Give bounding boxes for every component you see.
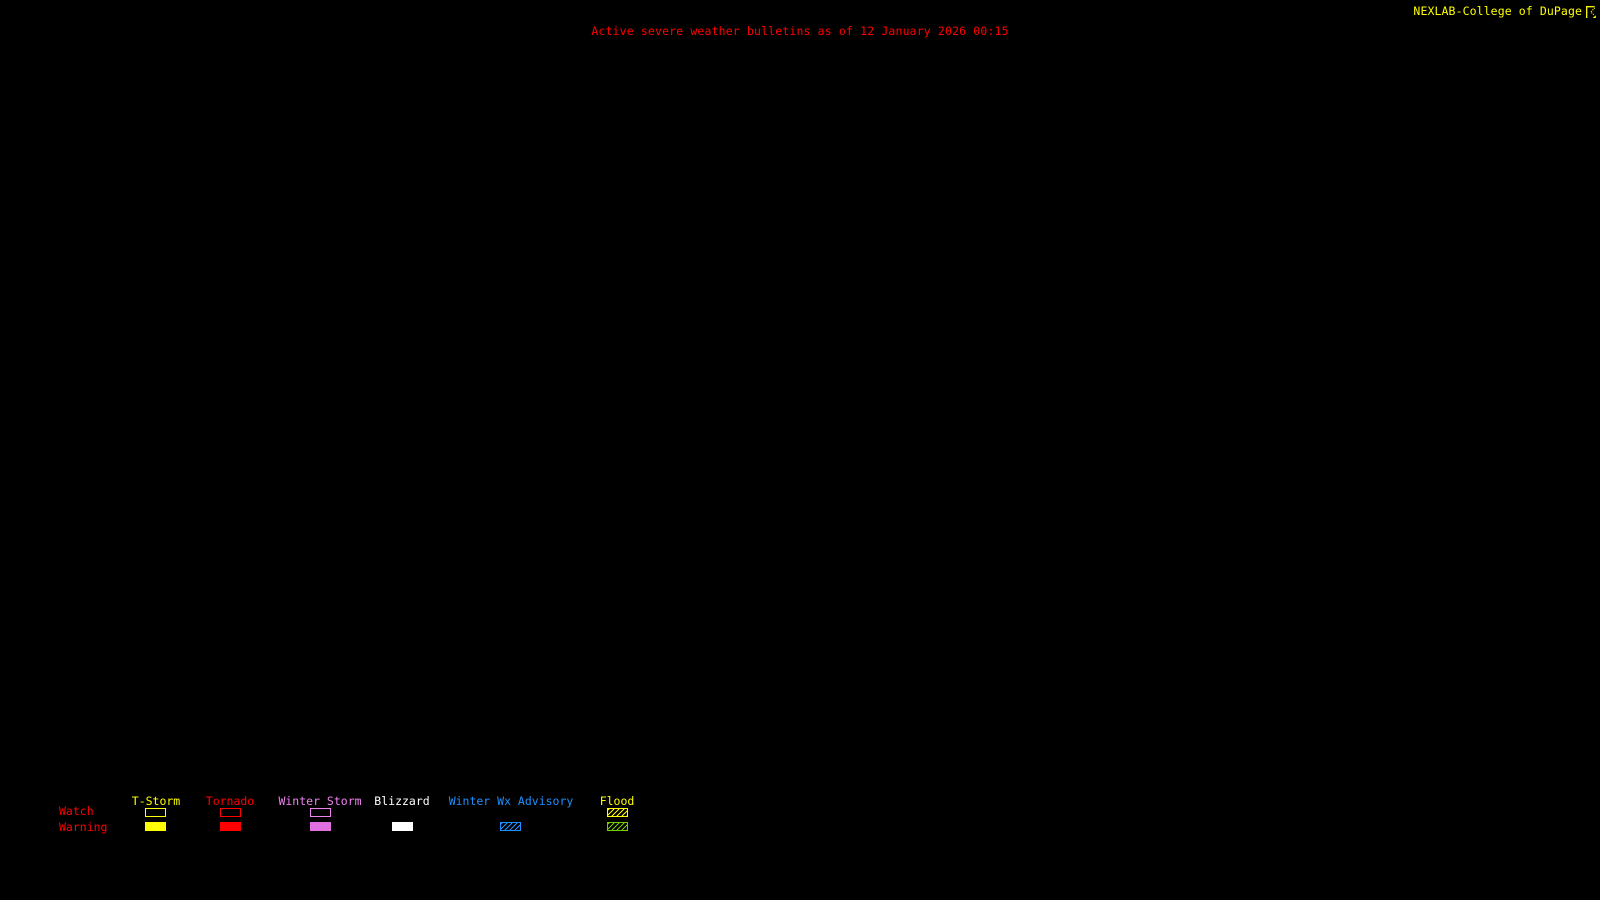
legend-label-blizzard: Blizzard xyxy=(374,793,430,808)
swatch-flood-watch xyxy=(607,808,628,817)
swatch-tornado-warning xyxy=(220,822,241,831)
swatch-winter-storm-warning xyxy=(310,822,331,831)
college-of-dupage-logo-icon xyxy=(1586,6,1596,19)
swatch-tstorm-warning xyxy=(145,822,166,831)
swatch-tornado-watch xyxy=(220,808,241,817)
swatch-tstorm-watch xyxy=(145,808,166,817)
legend-label-tstorm: T-Storm xyxy=(131,793,181,808)
legend-row-label-warning: Warning xyxy=(59,820,108,834)
legend-label-flood: Flood xyxy=(599,793,635,808)
legend-label-winter-storm: Winter Storm xyxy=(278,793,362,808)
attribution-text: NEXLAB-College of DuPage xyxy=(1413,4,1582,19)
swatch-flood-warning xyxy=(607,822,628,831)
legend-label-winter-wx-advisory: Winter Wx Advisory xyxy=(448,793,574,808)
bulletin-title: Active severe weather bulletins as of 12… xyxy=(591,24,1009,39)
swatch-blizzard-warning xyxy=(392,822,413,831)
swatch-winter-storm-watch xyxy=(310,808,331,817)
legend-label-tornado: Tornado xyxy=(205,793,255,808)
attribution: NEXLAB-College of DuPage xyxy=(1413,4,1596,19)
swatch-winter-wx-advisory-warning xyxy=(500,822,521,831)
legend-row-label-watch: Watch xyxy=(59,803,94,818)
